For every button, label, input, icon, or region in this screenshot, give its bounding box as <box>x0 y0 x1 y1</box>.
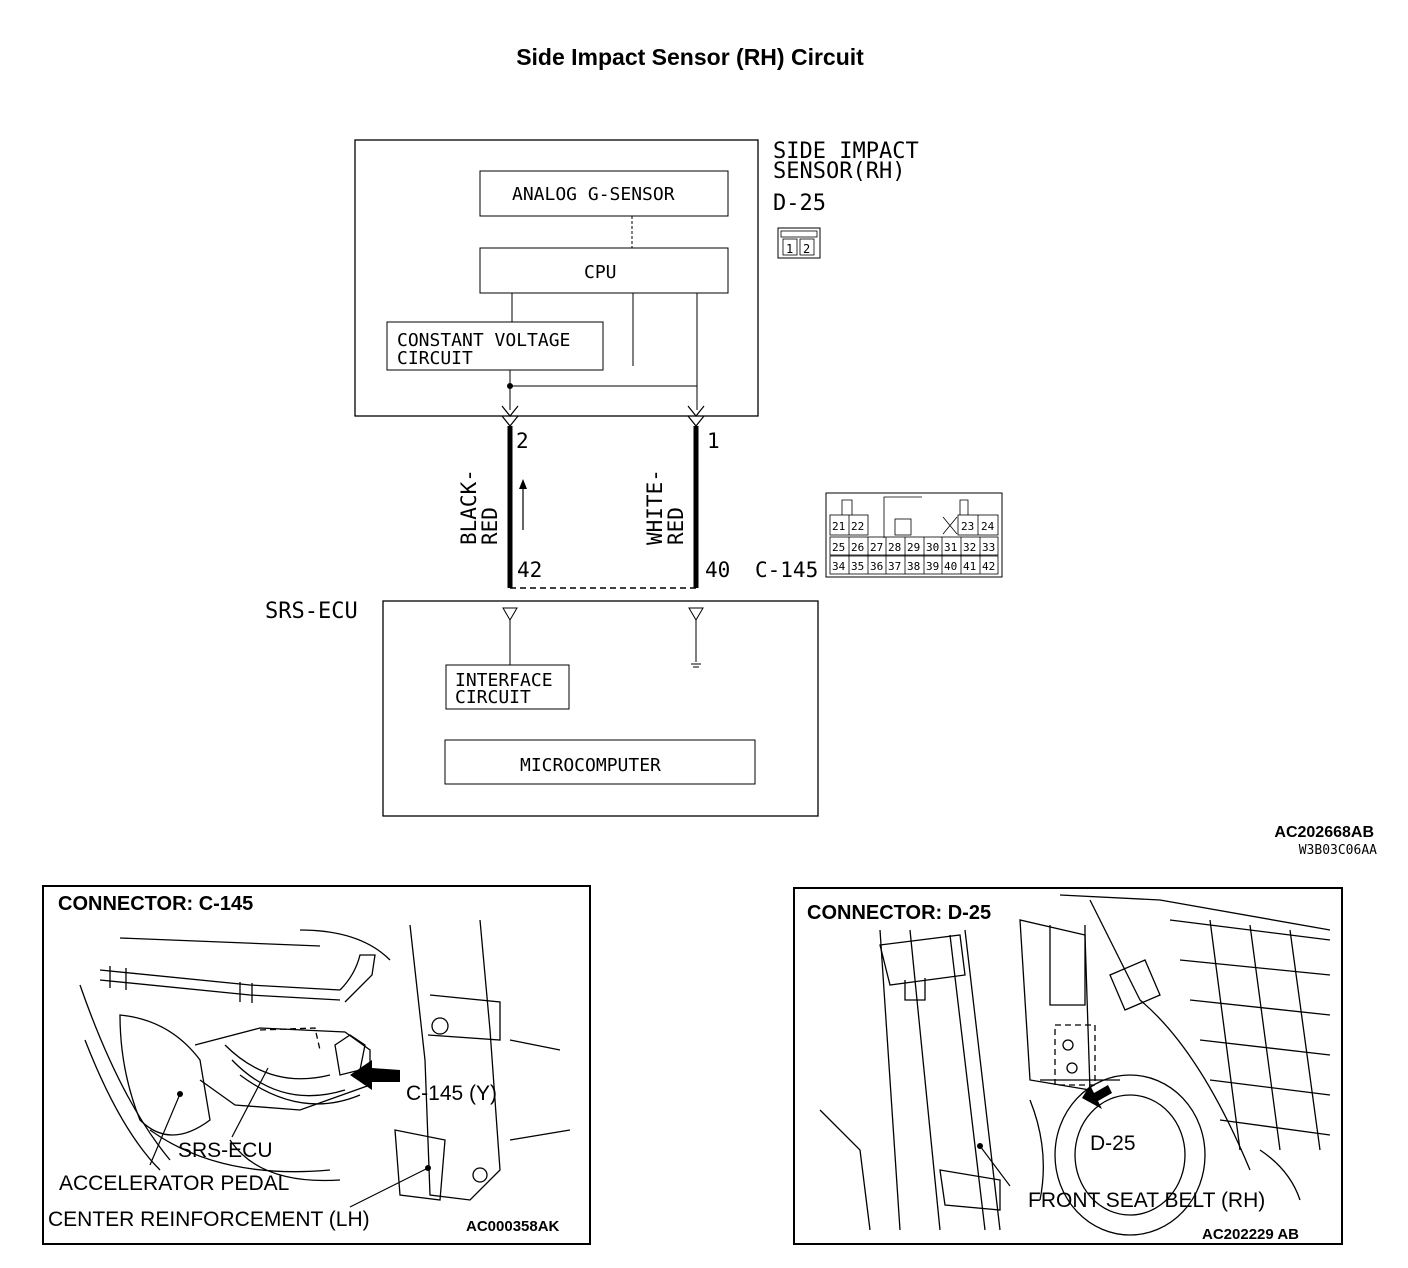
connector-c145-panel: CONNECTOR: C-145 C-145 (Y) SRS-ECU ACCEL… <box>42 885 591 1245</box>
c145-pin: 23 <box>961 520 974 533</box>
c145-pin: 33 <box>982 541 995 554</box>
d25-panel-code: AC202229 AB <box>1202 1226 1299 1243</box>
c145-connector-id: C-145 <box>755 558 818 582</box>
c145-pin: 27 <box>870 541 883 554</box>
constant-voltage-label-1: CONSTANT VOLTAGE <box>397 330 570 351</box>
c145-pin: 29 <box>907 541 920 554</box>
svg-text:RED: RED <box>664 507 688 545</box>
srs-ecu-label: SRS-ECU <box>265 599 358 624</box>
cpu-label: CPU <box>584 262 617 283</box>
ref-code-sub: W3B03C06AA <box>1299 843 1377 858</box>
c145-pin: 31 <box>944 541 957 554</box>
wire-harness <box>501 405 705 589</box>
pin-1-label: 1 <box>707 429 720 453</box>
junction-dot <box>507 383 513 389</box>
c145-pin: 28 <box>888 541 901 554</box>
c145-callout-reinforcement: CENTER REINFORCEMENT (LH) <box>48 1208 370 1231</box>
svg-text:RED: RED <box>478 507 502 545</box>
c145-pin: 42 <box>982 560 995 573</box>
c145-pin: 34 <box>832 560 846 573</box>
c145-pin: 40 <box>944 560 957 573</box>
constant-voltage-label-2: CIRCUIT <box>397 348 473 369</box>
c145-pin: 24 <box>981 520 995 533</box>
c145-pin: 22 <box>851 520 864 533</box>
d25-panel-heading: CONNECTOR: D-25 <box>807 902 991 924</box>
d25-location-illustration <box>819 894 1331 1236</box>
page-title: Side Impact Sensor (RH) Circuit <box>516 44 864 70</box>
white-red-wire-label: WHITE- RED <box>643 469 688 545</box>
callout-dot <box>977 1143 983 1149</box>
d25-pin-2: 2 <box>803 242 810 256</box>
side-impact-sensor-box <box>354 139 759 417</box>
sensor-connector-id: D-25 <box>773 191 826 216</box>
pin-42-label: 42 <box>517 558 542 582</box>
c145-pin: 41 <box>963 560 976 573</box>
c145-pin: 39 <box>926 560 939 573</box>
svg-text:BLACK-: BLACK- <box>457 469 481 545</box>
c145-pin: 37 <box>888 560 901 573</box>
sensor-name-1: SIDE IMPACT <box>773 139 919 164</box>
svg-text:WHITE-: WHITE- <box>643 469 667 545</box>
d25-connector-symbol: 1 2 <box>777 227 821 259</box>
c145-pin: 30 <box>926 541 939 554</box>
signal-arrow <box>519 479 527 489</box>
callout-dot <box>425 1165 431 1171</box>
c145-pin: 21 <box>832 520 845 533</box>
sensor-name-2: SENSOR(RH) <box>773 159 905 184</box>
c145-callout-ecu: SRS-ECU <box>178 1139 273 1162</box>
c145-pin: 38 <box>907 560 920 573</box>
c145-panel-code: AC000358AK <box>466 1218 560 1235</box>
c145-connector-face <box>825 492 1003 578</box>
c145-location-illustration <box>79 919 571 1201</box>
srs-ecu-box <box>382 600 819 817</box>
c145-callout-connector: C-145 (Y) <box>406 1082 497 1105</box>
c145-callout-pedal: ACCELERATOR PEDAL <box>59 1172 289 1195</box>
c145-pin: 26 <box>851 541 864 554</box>
connector-d25-panel: CONNECTOR: D-25 D-25 FRONT SEAT BELT (RH… <box>793 887 1343 1245</box>
interface-circuit-label-1: INTERFACE <box>455 670 553 691</box>
arrow-icon <box>1082 1085 1112 1109</box>
pin-40-label: 40 <box>705 558 730 582</box>
black-red-wire-label: BLACK- RED <box>457 469 502 545</box>
c145-pin: 25 <box>832 541 845 554</box>
ref-code-main: AC202668AB <box>1274 824 1374 841</box>
d25-callout-belt: FRONT SEAT BELT (RH) <box>1028 1189 1265 1212</box>
d25-callout-connector: D-25 <box>1090 1132 1136 1155</box>
c145-pin: 36 <box>870 560 883 573</box>
microcomputer-label: MICROCOMPUTER <box>520 755 661 776</box>
analog-g-sensor-label: ANALOG G-SENSOR <box>512 184 675 205</box>
interface-circuit-label-2: CIRCUIT <box>455 687 531 708</box>
c145-pin: 35 <box>851 560 864 573</box>
c145-pin: 32 <box>963 541 976 554</box>
callout-dot <box>177 1091 183 1097</box>
c145-panel-heading: CONNECTOR: C-145 <box>58 893 253 915</box>
pin-2-label: 2 <box>516 429 529 453</box>
d25-pin-1: 1 <box>786 242 793 256</box>
arrow-icon <box>350 1060 400 1090</box>
